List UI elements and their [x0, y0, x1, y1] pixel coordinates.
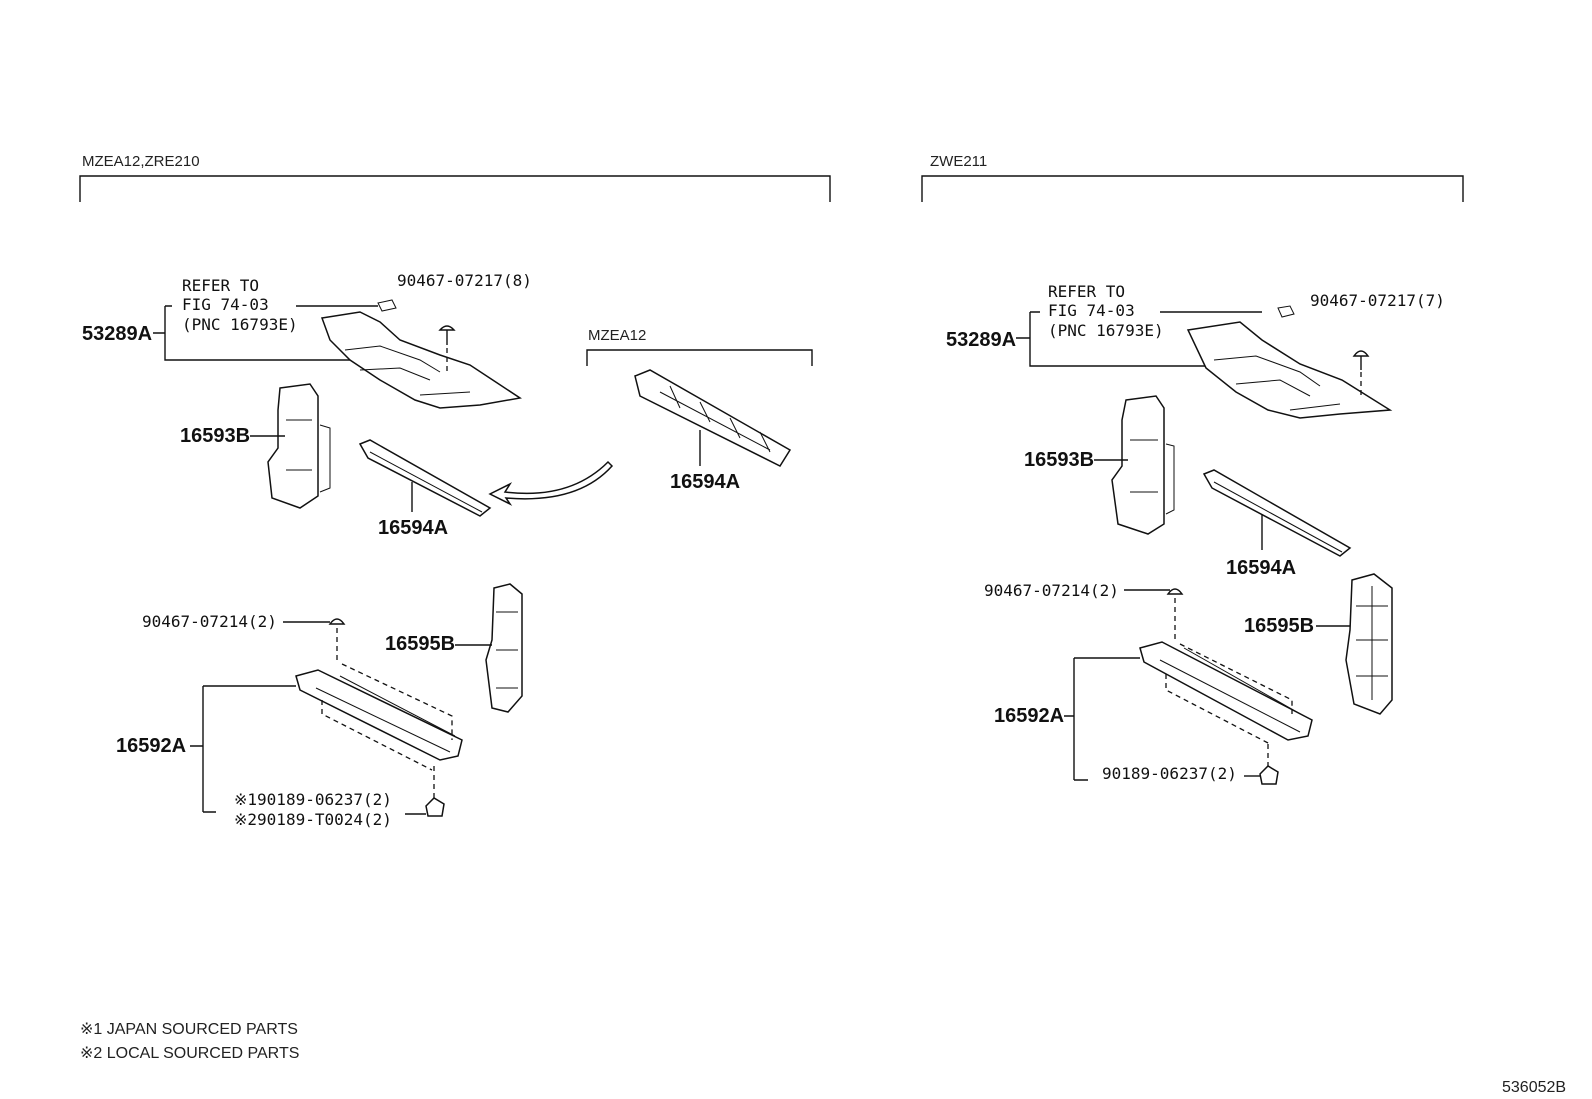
- left-part-16593B: 16593B: [180, 425, 250, 447]
- left-clip-1: ※190189-06237(2): [234, 790, 392, 809]
- right-part-16594A: 16594A: [1226, 557, 1296, 579]
- left-lower-panel-16592A: [295, 669, 463, 761]
- left-part-16595B: 16595B: [385, 633, 455, 655]
- left-clip-icon: [425, 797, 445, 817]
- right-fastener-mid: 90467-07214(2): [984, 581, 1119, 600]
- left-side-duct-16593B: [267, 383, 331, 509]
- right-fastener-mid-icon: [1166, 588, 1184, 595]
- right-refer-line3: (PNC 16793E): [1048, 321, 1164, 340]
- right-side-duct-16595B: [1345, 573, 1393, 715]
- left-fastener-mid-icon: [328, 618, 346, 625]
- right-part-16595B: 16595B: [1244, 615, 1314, 637]
- left-part-53289A: 53289A: [82, 323, 152, 345]
- right-group-title: ZWE211: [930, 153, 987, 170]
- right-seal-16594A: [1202, 469, 1352, 557]
- left-clip-2: ※290189-T0024(2): [234, 810, 392, 829]
- right-lower-panel-dash: [1165, 643, 1293, 745]
- right-part-16592A: 16592A: [994, 705, 1064, 727]
- note-local-sourced: ※2 LOCAL SOURCED PARTS: [80, 1045, 299, 1062]
- left-inset-part-16594A: 16594A: [670, 471, 740, 493]
- left-inset-seal: [634, 369, 792, 467]
- right-fastener-top-icon: [1352, 350, 1370, 370]
- left-inset-bracket: [586, 349, 813, 366]
- left-refer-line2: FIG 74-03: [182, 295, 269, 314]
- right-refer-line1: REFER TO: [1048, 282, 1125, 301]
- left-group: MZEA12,ZRE210 REFER TO FIG 74-03 (PNC 16…: [79, 153, 831, 829]
- right-group: ZWE211 REFER TO FIG 74-03 (PNC 16793E) 5…: [921, 153, 1464, 785]
- left-fastener-top-icon: [438, 325, 456, 345]
- right-upper-cover: [1186, 305, 1393, 419]
- left-inset-arrow: [488, 460, 614, 506]
- right-53289A-leader: [1016, 311, 1218, 367]
- left-fastener-top: 90467-07217(8): [397, 271, 532, 290]
- left-upper-cover: [320, 299, 522, 409]
- right-part-16593B: 16593B: [1024, 449, 1094, 471]
- left-fastener-mid: 90467-07214(2): [142, 612, 277, 631]
- right-refer-line2: FIG 74-03: [1048, 301, 1135, 320]
- left-seal-16594A: [358, 439, 492, 517]
- left-side-duct-16595B: [485, 583, 523, 713]
- right-part-53289A: 53289A: [946, 329, 1016, 351]
- left-part-16594A: 16594A: [378, 517, 448, 539]
- right-clip-1: 90189-06237(2): [1102, 764, 1237, 783]
- left-inset-title: MZEA12: [588, 327, 646, 344]
- note-japan-sourced: ※1 JAPAN SOURCED PARTS: [80, 1021, 298, 1038]
- right-side-duct-16593B: [1111, 395, 1175, 535]
- right-group-bracket: [921, 175, 1464, 202]
- left-53289A-leader: [153, 305, 360, 361]
- right-clip-icon: [1259, 765, 1279, 785]
- left-refer-line3: (PNC 16793E): [182, 315, 298, 334]
- left-16592A-leader: [190, 685, 296, 813]
- right-lower-panel-16592A: [1139, 641, 1313, 741]
- right-16592A-leader: [1064, 657, 1140, 781]
- left-refer-line1: REFER TO: [182, 276, 259, 295]
- right-fastener-top: 90467-07217(7): [1310, 291, 1445, 310]
- left-part-16592A: 16592A: [116, 735, 186, 757]
- left-lower-panel-dash: [321, 663, 453, 771]
- left-group-title: MZEA12,ZRE210: [82, 153, 200, 170]
- figure-id: 536052B: [1502, 1079, 1566, 1096]
- left-group-bracket: [79, 175, 831, 202]
